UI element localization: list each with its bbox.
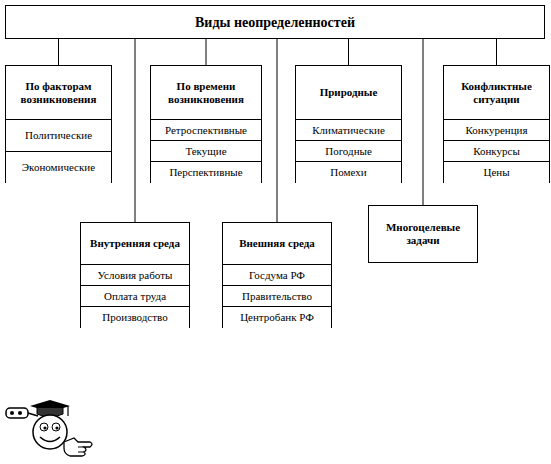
node-text: Конкурсы bbox=[473, 145, 520, 158]
item-label: Центробанк РФ bbox=[223, 307, 331, 328]
node-heading: Виды неопределенностей bbox=[6, 6, 544, 38]
item-cell: Оплата труда bbox=[81, 285, 189, 306]
item-label: Конкуренция bbox=[444, 120, 549, 140]
node-text: Конфликтные ситуации bbox=[447, 80, 546, 106]
node-heading: Внешняя среда bbox=[223, 223, 331, 264]
node-text: По времени возникновения bbox=[154, 80, 258, 106]
item-cell: Перспективные bbox=[151, 161, 261, 183]
node-text: Внешняя среда bbox=[239, 237, 315, 250]
item-label: Погодные bbox=[296, 141, 401, 161]
node-heading: Внутренняя среда bbox=[81, 223, 189, 264]
category-box: Конфликтные ситуацииКонкуренцияКонкурсыЦ… bbox=[443, 65, 550, 183]
item-cell: Экономические bbox=[6, 151, 111, 184]
node-text: Политические bbox=[25, 129, 92, 142]
item-cell: Конкуренция bbox=[444, 119, 549, 140]
connector-line bbox=[496, 39, 497, 65]
item-label: Производство bbox=[81, 307, 189, 328]
node-text: Внутренняя среда bbox=[90, 237, 180, 250]
node-text: Правительство bbox=[242, 290, 312, 303]
item-cell: Цены bbox=[444, 161, 549, 183]
item-cell: Центробанк РФ bbox=[223, 306, 331, 328]
item-label: Экономические bbox=[6, 152, 111, 184]
node-text: Виды неопределенностей bbox=[195, 16, 355, 29]
category-box: По времени возникновенияРетроспективныеТ… bbox=[150, 65, 262, 183]
node-heading: По времени возникновения bbox=[151, 66, 261, 119]
node-text: Многоцелевые задачи bbox=[372, 221, 474, 247]
node-heading: Природные bbox=[296, 66, 401, 119]
node-text: Производство bbox=[102, 311, 167, 324]
connector-line bbox=[423, 39, 424, 205]
title-box: Виды неопределенностей bbox=[5, 5, 545, 39]
item-label: Перспективные bbox=[151, 162, 261, 183]
category-box: По факторам возникновенияПолитическиеЭко… bbox=[5, 65, 112, 183]
node-text: Текущие bbox=[185, 145, 226, 158]
item-label: Помехи bbox=[296, 162, 401, 183]
node-text: Природные bbox=[320, 86, 378, 99]
connector-line bbox=[135, 39, 136, 222]
item-label: Текущие bbox=[151, 141, 261, 161]
node-text: Экономические bbox=[22, 161, 95, 174]
item-label: Оплата труда bbox=[81, 286, 189, 306]
item-cell: Климатические bbox=[296, 119, 401, 140]
item-cell: Погодные bbox=[296, 140, 401, 161]
item-label: Конкурсы bbox=[444, 141, 549, 161]
item-label: Ретроспективные bbox=[151, 120, 261, 140]
node-text: Условия работы bbox=[98, 269, 173, 282]
node-text: Госдума РФ bbox=[249, 269, 305, 282]
item-cell: Конкурсы bbox=[444, 140, 549, 161]
item-cell: Производство bbox=[81, 306, 189, 328]
node-text: Перспективные bbox=[169, 166, 242, 179]
item-cell: Госдума РФ bbox=[223, 264, 331, 285]
node-heading: Конфликтные ситуации bbox=[444, 66, 549, 119]
student-icon bbox=[4, 398, 96, 462]
item-label: Правительство bbox=[223, 286, 331, 306]
node-text: Погодные bbox=[325, 145, 372, 158]
item-label: Цены bbox=[444, 162, 549, 183]
item-cell: Помехи bbox=[296, 161, 401, 183]
item-cell: Ретроспективные bbox=[151, 119, 261, 140]
item-label: Политические bbox=[6, 120, 111, 151]
category-box: Внешняя средаГосдума РФ ПравительствоЦент… bbox=[222, 222, 332, 328]
node-text: По факторам возникновения bbox=[9, 80, 108, 106]
item-cell: Текущие bbox=[151, 140, 261, 161]
node-heading: По факторам возникновения bbox=[6, 66, 111, 119]
item-cell: Правительство bbox=[223, 285, 331, 306]
node-text: Климатические bbox=[312, 124, 385, 137]
node-heading: Многоцелевые задачи bbox=[369, 206, 477, 262]
node-text: Цены bbox=[483, 166, 509, 179]
item-label: Условия работы bbox=[81, 265, 189, 285]
node-text: Помехи bbox=[330, 166, 366, 179]
category-box: Многоцелевые задачи bbox=[368, 205, 478, 263]
item-label: Климатические bbox=[296, 120, 401, 140]
item-cell: Условия работы bbox=[81, 264, 189, 285]
category-box: Внутренняя средаУсловия работыОплата тру… bbox=[80, 222, 190, 328]
node-text: Центробанк РФ bbox=[240, 311, 314, 324]
category-box: ПриродныеКлиматическиеПогодныеПомехи bbox=[295, 65, 402, 183]
node-text: Оплата труда bbox=[104, 290, 166, 303]
connector-line bbox=[348, 39, 349, 65]
node-text: Конкуренция bbox=[466, 124, 528, 137]
node-text: Ретроспективные bbox=[165, 124, 247, 137]
item-label: Госдума РФ bbox=[223, 265, 331, 285]
connector-line bbox=[206, 39, 207, 65]
connector-line bbox=[58, 39, 59, 65]
item-cell: Политические bbox=[6, 119, 111, 151]
connector-line bbox=[277, 39, 278, 222]
